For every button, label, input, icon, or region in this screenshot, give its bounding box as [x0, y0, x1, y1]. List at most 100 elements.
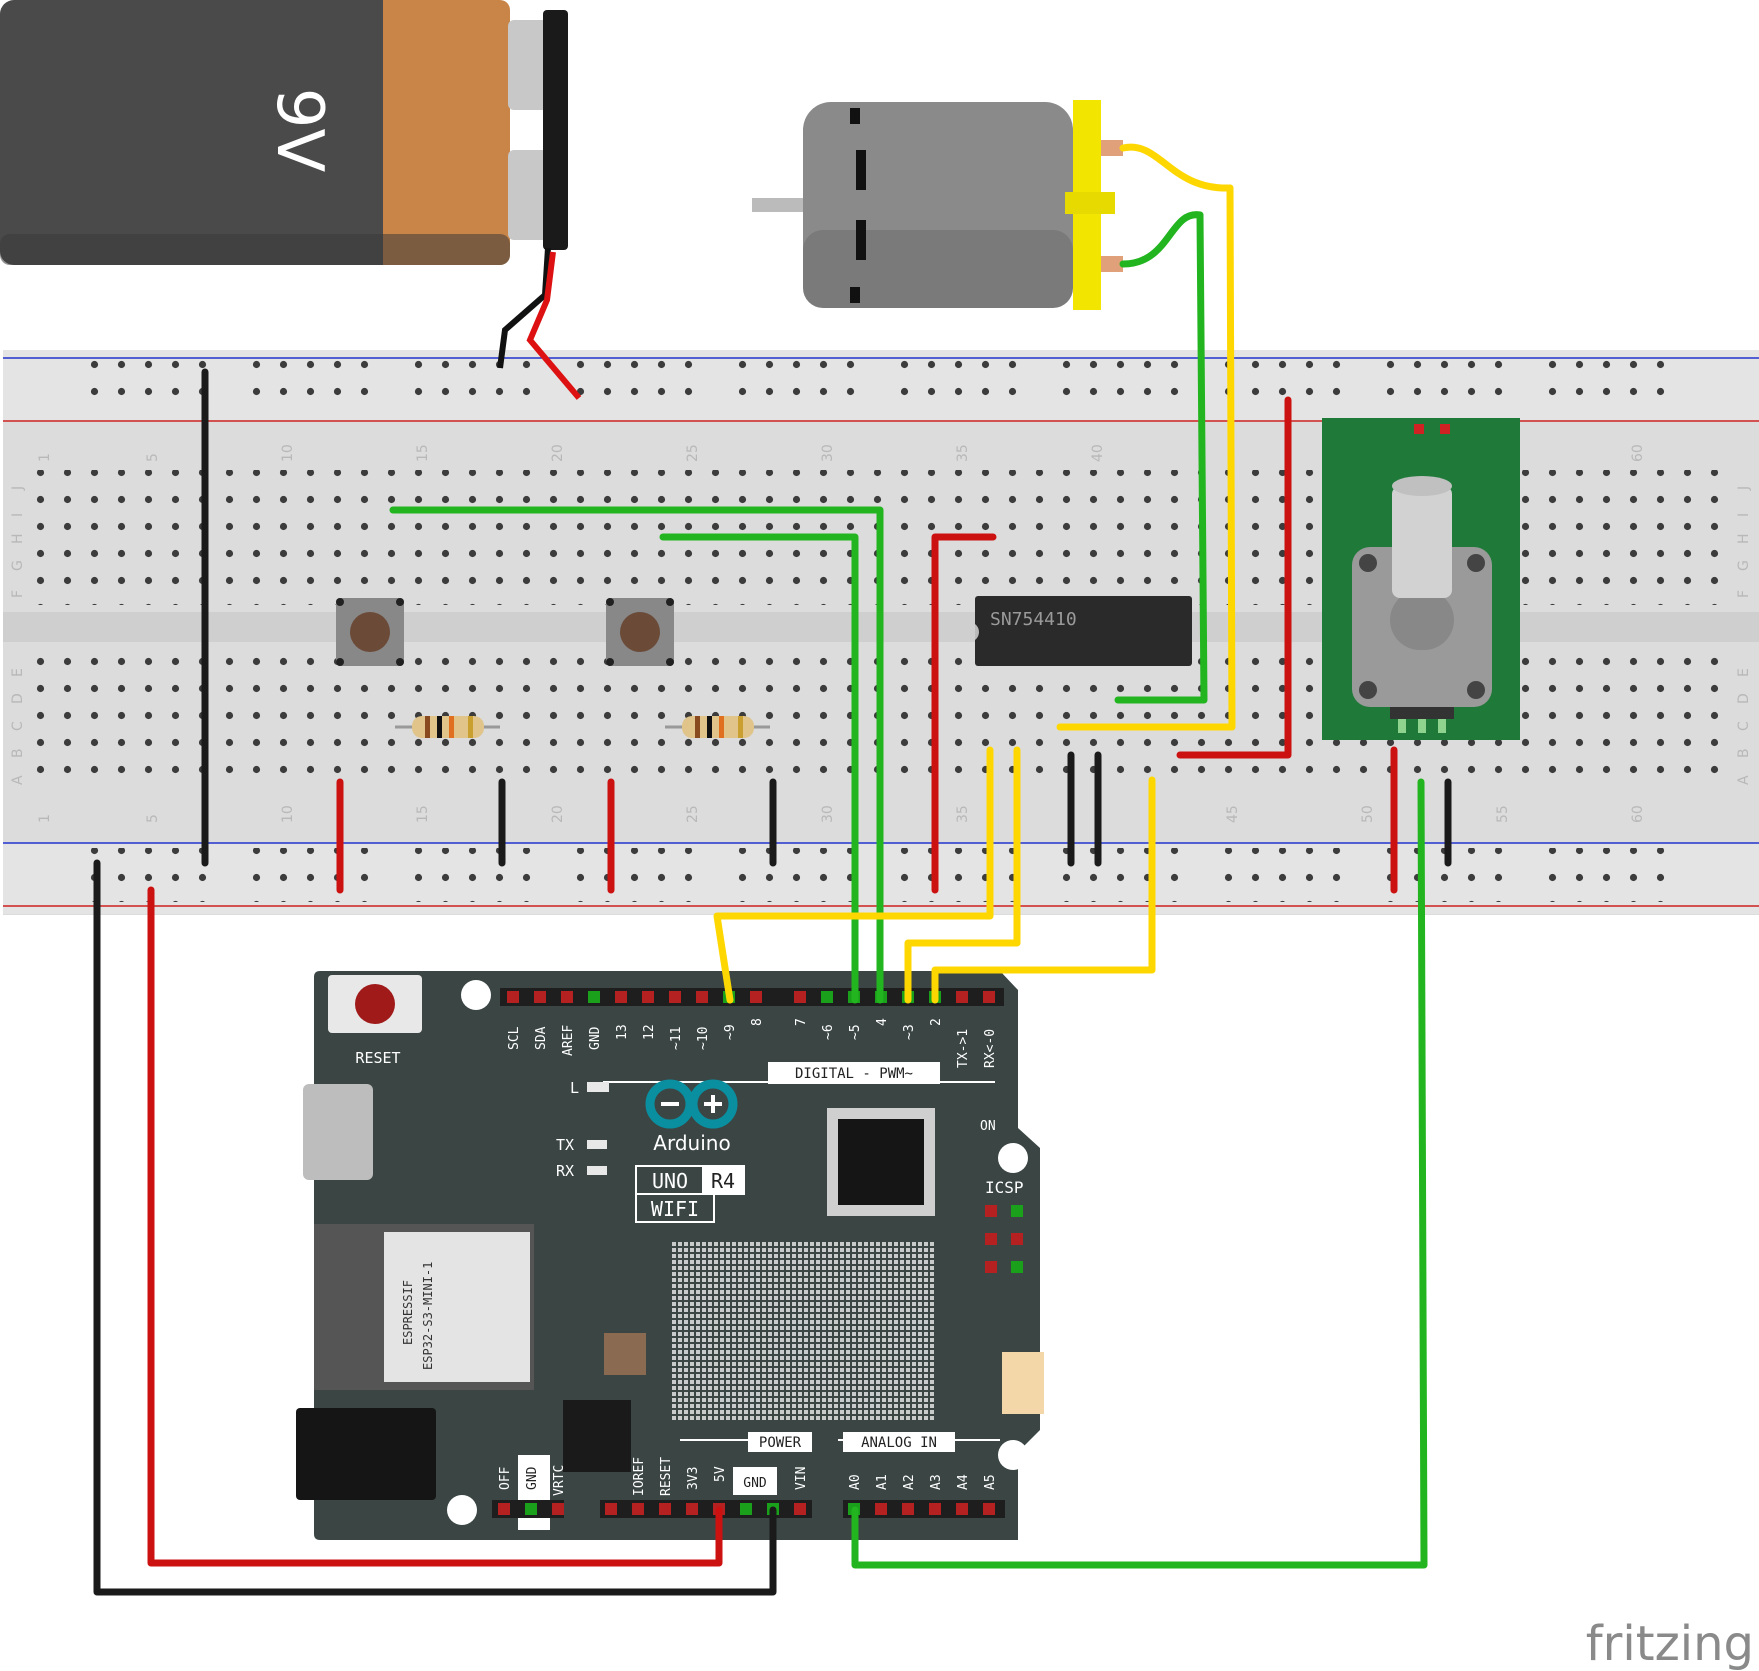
- battery-label: 9V: [262, 88, 336, 173]
- col-num: 5: [145, 814, 161, 823]
- regulator: [563, 1400, 631, 1472]
- row-letter: I: [1736, 513, 1752, 517]
- motor-lead-yellow: [1119, 143, 1234, 192]
- power-pin-labels: OFF GND VRTC IOREF RESET 3V3 5V VIN: [498, 1457, 809, 1496]
- led-l-label: L: [570, 1079, 579, 1097]
- col-num: 1: [37, 814, 53, 823]
- col-num: 55: [1495, 805, 1511, 823]
- reset-label: RESET: [355, 1049, 400, 1067]
- wires: [93, 143, 1452, 1596]
- pin-label: 12: [642, 1024, 657, 1040]
- col-num: 45: [1225, 805, 1241, 823]
- row-letter: B: [1736, 748, 1752, 758]
- row-letter: J: [1736, 486, 1752, 491]
- row-letter: H: [1736, 533, 1752, 544]
- pin-label: 7: [794, 1018, 809, 1026]
- row-letter: B: [10, 748, 26, 758]
- gnd-box-label: GND: [743, 1476, 767, 1491]
- battery-black-lead: [497, 247, 551, 369]
- pin-label: VIN: [794, 1467, 809, 1490]
- mcu-chip: [827, 1108, 935, 1216]
- row-letters-left: J I H G F E D C B A: [10, 486, 26, 785]
- col-num: 15: [415, 805, 431, 823]
- pin-label: ~6: [821, 1024, 836, 1040]
- battery-red-lead: [526, 251, 582, 400]
- col-num: 25: [685, 444, 701, 462]
- analog-header: [843, 1500, 1005, 1518]
- pin-label: SCL: [507, 1026, 522, 1050]
- row-letter: F: [10, 590, 26, 598]
- pin-label: SDA: [534, 1026, 549, 1050]
- usb-port[interactable]: [303, 1084, 373, 1180]
- driver-ic-label: SN754410: [990, 609, 1077, 630]
- power-header-title: POWER: [759, 1435, 802, 1451]
- row-letter: A: [10, 775, 26, 785]
- battery-9v[interactable]: 9V: [0, 0, 568, 265]
- wire-gnd: [93, 859, 777, 1596]
- pushbutton-left[interactable]: [336, 598, 404, 666]
- col-num: 40: [1090, 444, 1106, 462]
- pin-label: ~5: [848, 1024, 863, 1040]
- module-name: ESP32-S3-MINI-1: [421, 1262, 435, 1370]
- mount-hole: [461, 980, 491, 1010]
- esp32-module: [384, 1232, 530, 1382]
- col-num: 50: [1360, 805, 1376, 823]
- col-num: 60: [1630, 805, 1646, 823]
- icsp-label: ICSP: [985, 1178, 1024, 1197]
- on-label: ON: [980, 1119, 996, 1134]
- analog-pin-labels: A0 A1 A2 A3 A4 A5: [848, 1474, 998, 1490]
- row-letter: H: [10, 533, 26, 544]
- pushbutton-right[interactable]: [606, 598, 674, 666]
- row-letters-right: J I H G F E D C B A: [1736, 486, 1752, 785]
- col-num: 5: [145, 453, 161, 462]
- wire-pin2: [931, 776, 1156, 1004]
- pin-label: A2: [902, 1474, 917, 1490]
- row-letter: D: [10, 693, 26, 704]
- col-num: 15: [415, 444, 431, 462]
- module-vendor: ESPRESSIF: [401, 1280, 415, 1345]
- driver-ic[interactable]: SN754410: [975, 596, 1192, 666]
- pin-label: A0: [848, 1474, 863, 1490]
- crystal: [604, 1333, 646, 1375]
- power-header: [600, 1500, 812, 1518]
- row-letter: I: [10, 513, 26, 517]
- pin-label: 4: [875, 1018, 890, 1026]
- battery-terminals: [508, 10, 568, 250]
- row-letter: C: [10, 721, 26, 731]
- qwiic-connector[interactable]: [1002, 1352, 1044, 1414]
- digital-header-title: DIGITAL - PWM~: [795, 1066, 913, 1082]
- pin-label: 13: [615, 1024, 630, 1040]
- pin-label: A4: [956, 1474, 971, 1490]
- col-num: 10: [280, 805, 296, 823]
- pin-label: GND: [588, 1026, 603, 1050]
- col-num: 60: [1630, 444, 1646, 462]
- resistor-left[interactable]: [395, 716, 500, 738]
- variant-text: WIFI: [651, 1197, 699, 1221]
- reset-button[interactable]: [328, 975, 422, 1033]
- pin-label: 8: [750, 1018, 765, 1026]
- wire-button-left-signal: [389, 506, 884, 1004]
- col-num: 35: [955, 444, 971, 462]
- col-num: 10: [280, 444, 296, 462]
- barrel-jack[interactable]: [296, 1408, 436, 1500]
- wire-pot-wiper: [851, 778, 1428, 1569]
- mount-hole: [447, 1495, 477, 1525]
- pin-label: TX->1: [956, 1029, 971, 1068]
- column-numbers-top: 1 5 10 15 20 25 30 35 40 60: [37, 444, 1646, 462]
- resistor-right[interactable]: [665, 716, 770, 738]
- wire-pin9: [713, 746, 994, 1004]
- pin-label: 5V: [713, 1466, 728, 1482]
- row-letter: D: [1736, 693, 1752, 704]
- pin-label: 2: [929, 1018, 944, 1026]
- potentiometer[interactable]: [1322, 418, 1520, 740]
- col-num: 30: [820, 444, 836, 462]
- pin-label: A1: [875, 1474, 890, 1490]
- pin-label: RX<-0: [983, 1029, 998, 1068]
- led-matrix: [672, 1240, 934, 1420]
- arduino-board[interactable]: RESET ESPRESSIF ESP32-S3-MINI-1: [296, 971, 1044, 1540]
- pin-label: ~3: [902, 1024, 917, 1040]
- pin-label: ~10: [696, 1027, 711, 1050]
- col-num: 30: [820, 805, 836, 823]
- dc-motor[interactable]: [752, 100, 1123, 310]
